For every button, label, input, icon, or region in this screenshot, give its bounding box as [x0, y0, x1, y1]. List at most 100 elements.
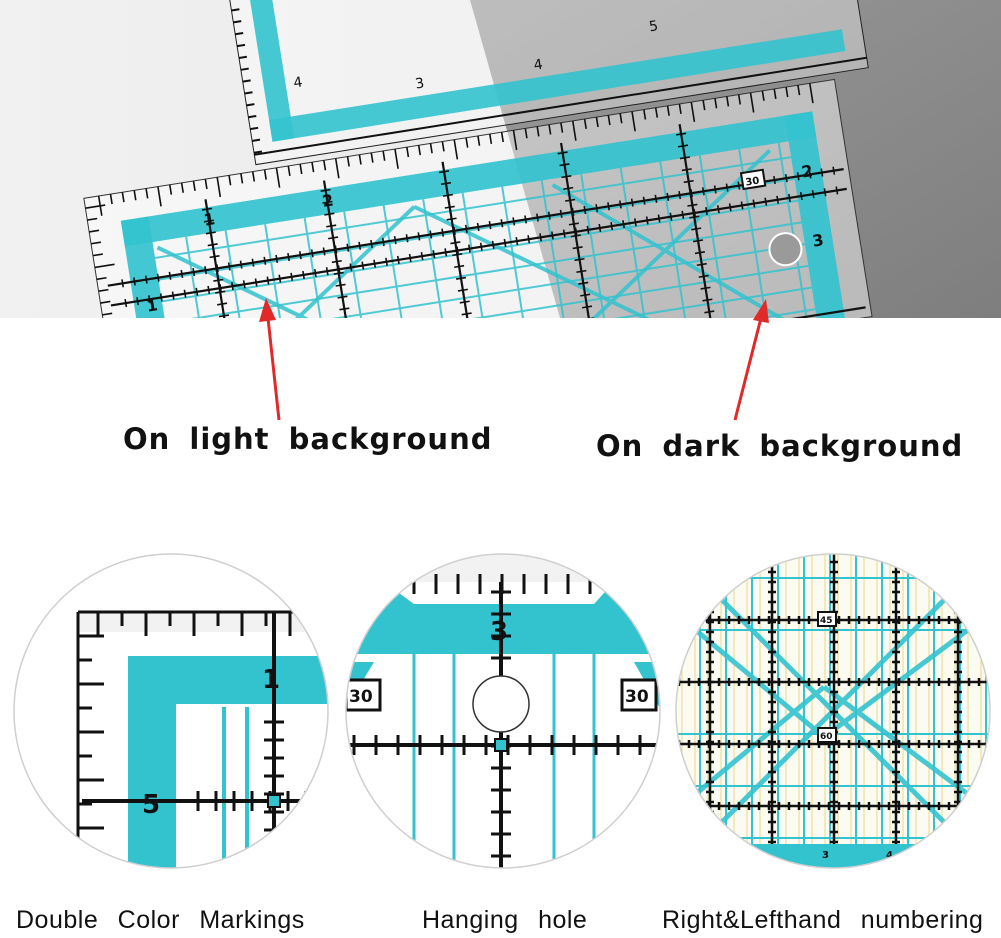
ruler-mark — [698, 155, 730, 318]
ruler-mark — [622, 220, 625, 229]
ruler-mark — [94, 263, 115, 269]
ruler-mark — [643, 109, 647, 120]
ruler-mark — [204, 199, 242, 318]
ruler-mark — [228, 175, 232, 186]
ruler-mark — [358, 154, 362, 165]
ruler-mark — [749, 92, 755, 113]
ruler-number-3: 3 — [490, 617, 508, 647]
ruler-mark — [654, 107, 659, 118]
ruler-mark — [457, 288, 468, 292]
ruler-mark — [180, 182, 184, 193]
ruler-mark — [595, 204, 599, 213]
ruler-mark — [175, 286, 812, 318]
ruler-mark — [429, 143, 433, 154]
ruler-mark — [382, 205, 414, 318]
ruler-mark — [576, 269, 587, 273]
ruler-mark — [713, 185, 717, 194]
ruler-mark — [659, 161, 691, 318]
ruler-number: 3 — [414, 75, 425, 92]
ruler-mark — [581, 305, 593, 309]
ruler-mark — [439, 170, 450, 174]
ruler-mark — [168, 271, 172, 280]
ruler-mark — [784, 174, 788, 183]
ruler-mark — [171, 291, 175, 300]
detail-right-lefthand-numbering: 45 60 3 4 — [675, 553, 991, 869]
ruler-mark — [455, 276, 467, 280]
ruler-mark — [568, 222, 579, 226]
ruler-mark — [574, 257, 585, 262]
ruler-mark — [666, 105, 670, 116]
ruler-mark — [583, 118, 587, 130]
ruler-mark — [580, 293, 591, 297]
ruler-mark — [396, 255, 400, 264]
ruler-mark — [536, 213, 539, 222]
ruler-mark — [468, 244, 471, 253]
ruler-mark — [536, 126, 540, 137]
ruler-mark — [559, 163, 570, 167]
ruler-mark — [334, 158, 340, 179]
angle-label-right: 30 — [625, 687, 649, 707]
ruler-mark — [610, 222, 614, 231]
ruler-mark — [224, 230, 256, 318]
ruler-mark — [263, 169, 267, 180]
ruler-mark — [835, 186, 839, 195]
ruler-number: 4 — [292, 74, 303, 91]
ruler-mark — [382, 150, 386, 161]
ruler-mark — [477, 135, 481, 146]
ruler-mark — [548, 124, 552, 135]
ruler-mark — [808, 170, 812, 179]
ruler-mark — [799, 191, 803, 201]
ruler-mark — [310, 249, 314, 258]
ruler-mark — [773, 175, 776, 185]
ruler-mark — [702, 298, 713, 302]
ruler-mark — [248, 114, 257, 119]
angle-label-45: 45 — [820, 616, 833, 626]
ruler-mark — [631, 111, 636, 132]
ruler-mark — [420, 252, 424, 261]
ruler-mark — [381, 237, 385, 247]
ruler-mark — [700, 286, 711, 290]
caption-double-color-markings: Double Color Markings — [16, 906, 305, 934]
ruler-mark — [726, 96, 730, 107]
ruler-mark — [254, 278, 258, 287]
ruler-mark — [326, 224, 337, 228]
ruler-mark — [705, 207, 708, 216]
ruler-mark — [287, 252, 290, 262]
ruler-mark — [370, 152, 374, 163]
ruler-mark — [714, 98, 718, 109]
ruler-mark — [560, 122, 564, 133]
ruler-mark — [121, 279, 125, 288]
ruler-mark — [476, 222, 480, 232]
ruler-mark — [235, 32, 244, 36]
ruler-mark — [681, 210, 685, 219]
ruler-mark — [264, 224, 296, 318]
ruler-mark — [578, 281, 589, 285]
ruler-mark — [559, 209, 563, 218]
ruler-mark — [244, 91, 253, 95]
ruler-mark — [820, 168, 824, 177]
ruler-mark — [563, 186, 574, 191]
ruler-mark — [557, 151, 568, 155]
ruler-number: 2 — [800, 161, 814, 182]
ruler-mark — [572, 246, 583, 250]
ruler-mark — [595, 117, 599, 128]
ruler-mark — [619, 113, 623, 124]
ruler-number-1: 1 — [262, 665, 280, 695]
ruler-mark — [832, 166, 836, 175]
ruler-mark — [685, 191, 696, 195]
ruler-mark — [432, 250, 436, 259]
caption-right-lefthand-numbering: Right&Lefthand numbering — [662, 906, 984, 934]
ruler-mark — [323, 160, 327, 171]
ruler-mark — [551, 231, 554, 240]
ruler-mark — [328, 236, 339, 240]
ruler-mark — [335, 283, 346, 287]
ruler-mark — [346, 156, 350, 167]
ruler-mark — [633, 218, 637, 227]
ruler-mark — [440, 181, 452, 186]
ruler-mark — [512, 130, 518, 151]
ruler-mark — [678, 124, 716, 318]
ruler-mark — [144, 275, 148, 284]
ruler-mark — [500, 219, 504, 228]
arrow-dark — [733, 299, 769, 421]
ruler-mark — [453, 139, 459, 160]
